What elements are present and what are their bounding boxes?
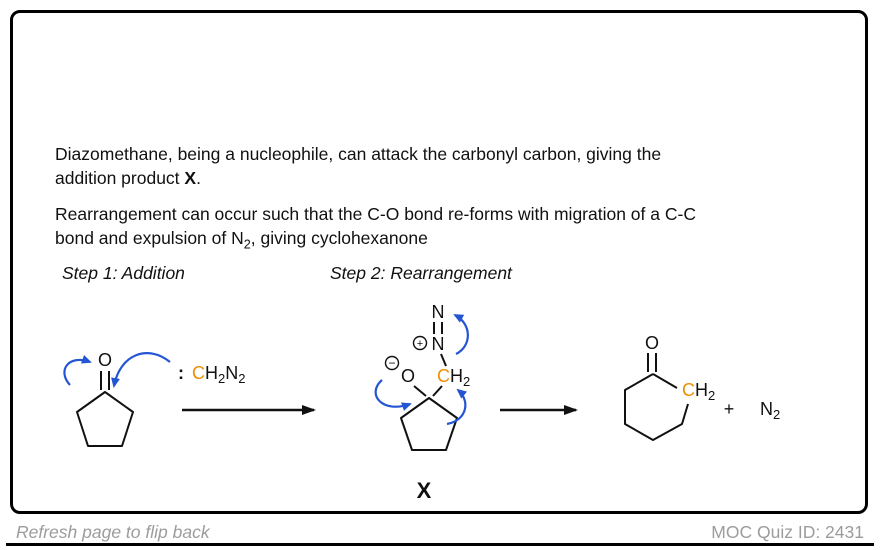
cyclopentanone-reactant: O xyxy=(76,350,134,447)
product-ring xyxy=(624,373,689,441)
curved-arrow-pi-to-oxygen xyxy=(63,355,92,386)
o-ring-bond xyxy=(413,385,427,397)
intermediate-ch2-label: CH2 xyxy=(437,366,470,389)
intermediate-x-label: X xyxy=(417,478,432,503)
paragraph1-lead: Diazomethane, being a nucleophile, can a… xyxy=(55,144,662,189)
n2-subscript: 2 xyxy=(243,237,251,252)
cyclohexanone-product: O CH2 xyxy=(624,333,715,441)
n-c-bond xyxy=(440,353,447,367)
plus-charge-icon xyxy=(412,335,428,351)
plus-sign: + xyxy=(724,399,735,419)
diazonium-alkoxide-intermediate: N + N − O CH2 X xyxy=(384,302,470,503)
curved-arrow-cc-migration xyxy=(446,388,468,426)
diazomethane-label: :CH2N2 xyxy=(178,363,245,386)
lone-pair-colon: : xyxy=(178,363,184,383)
curved-arrow-oxygen-reform xyxy=(374,379,412,411)
explanation-paragraph-1: Diazomethane, being a nucleophile, can a… xyxy=(55,142,715,190)
nucleophile-c: C xyxy=(192,363,205,383)
flip-hint: Refresh page to flip back xyxy=(16,522,210,542)
step1-label: Step 1: Addition xyxy=(62,263,185,283)
product-x-emphasis: X xyxy=(184,168,197,189)
bottom-divider xyxy=(6,543,874,546)
diazonium-n-top-label: N xyxy=(432,302,445,322)
intermediate-ring xyxy=(400,397,458,451)
minus-charge-sign: − xyxy=(388,356,395,370)
minus-charge-icon xyxy=(384,355,400,371)
paragraph1-tail: . xyxy=(196,168,201,189)
plus-charge-sign: + xyxy=(417,338,423,350)
step2-label: Step 2: Rearrangement xyxy=(330,263,512,283)
reactant-ring xyxy=(76,391,134,447)
diazonium-n-bottom-label: N xyxy=(432,334,445,354)
curved-arrow-nucleophile-to-carbonyl xyxy=(111,352,171,388)
reactant-carbonyl-o-label: O xyxy=(98,350,112,370)
curved-arrow-n2-expulsion xyxy=(453,314,469,355)
alkoxide-o-label: O xyxy=(401,366,415,386)
product-carbonyl-o-label: O xyxy=(645,333,659,353)
quiz-id: MOC Quiz ID: 2431 xyxy=(711,522,864,542)
paragraph2-lead: Rearrangement can occur such that the C-… xyxy=(55,204,696,249)
product-ch2-label: CH2 xyxy=(682,380,715,403)
quiz-card xyxy=(10,10,868,514)
product-top-to-ch2-bond xyxy=(652,373,678,389)
reaction-scheme: O : CH2N2 N + N − O CH2 X O CH2 + xyxy=(63,302,780,503)
ch2-ring-bond xyxy=(432,385,443,397)
paragraph2-tail: , giving cyclohexanone xyxy=(250,228,428,249)
n2-byproduct-label: N2 xyxy=(760,399,780,422)
explanation-paragraph-2: Rearrangement can occur such that the C-… xyxy=(55,202,715,254)
